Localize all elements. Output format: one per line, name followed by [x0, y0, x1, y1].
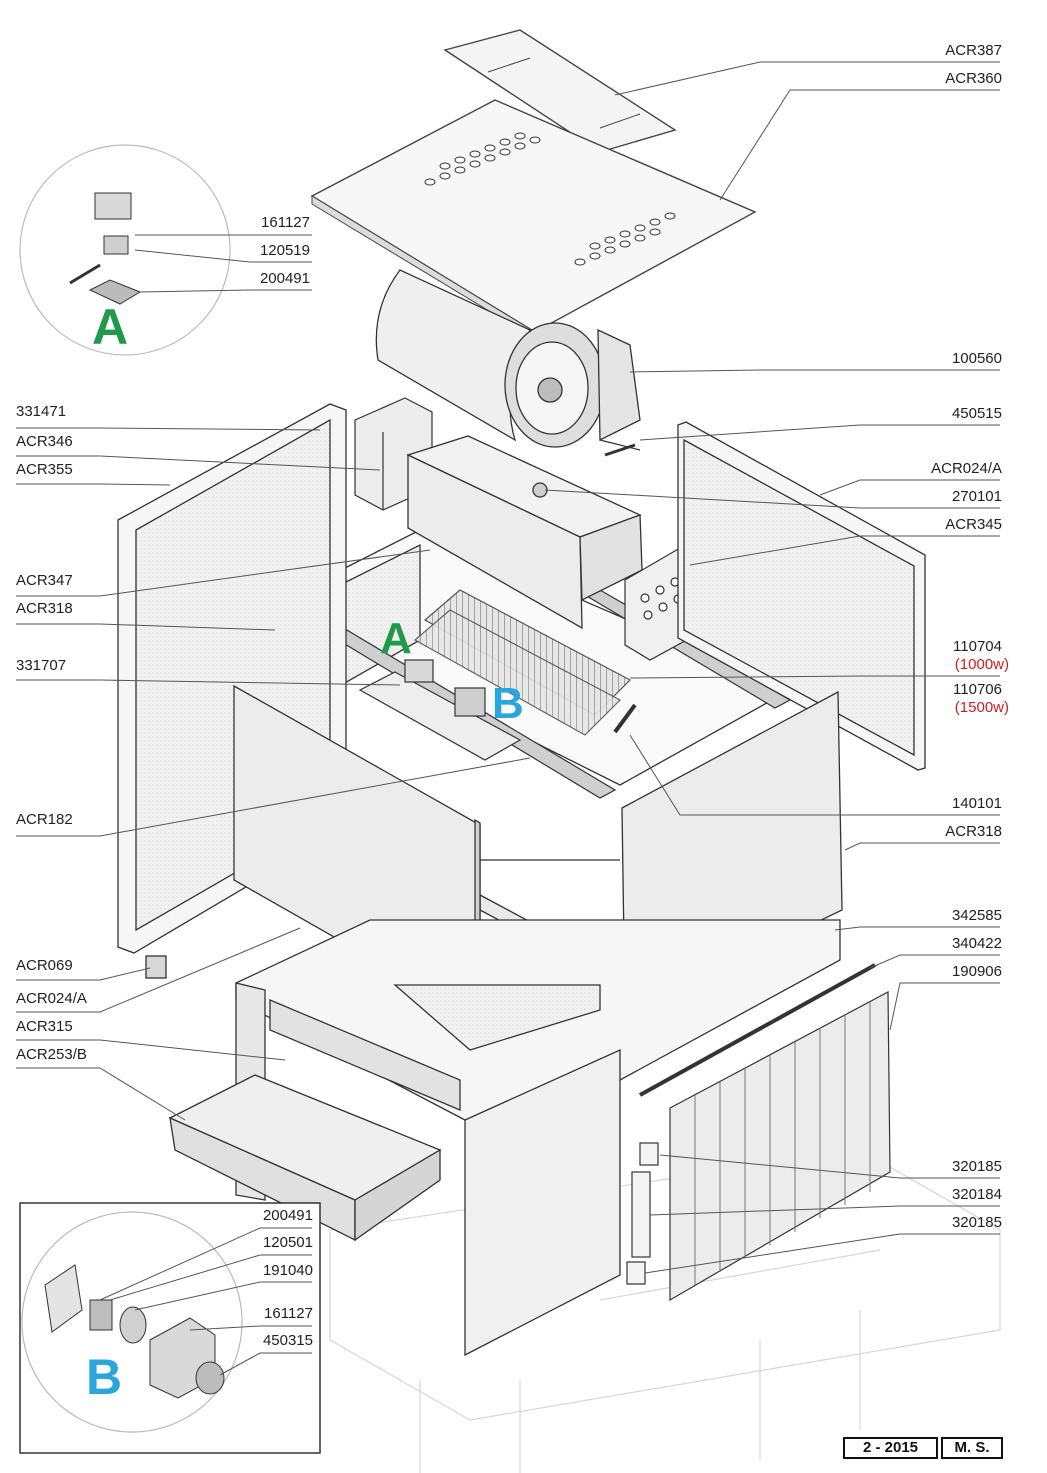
callout-acr318-left: ACR318 [16, 600, 73, 617]
detail-a-callout-200491: 200491 [259, 270, 310, 287]
thermostat-plate [358, 659, 522, 761]
callout-331471: 331471 [16, 403, 67, 420]
detail-b-frame [19, 1202, 321, 1454]
top-plate [310, 99, 757, 342]
detail-b-callout-200491: 200491 [262, 1207, 313, 1224]
callout-acr315: ACR315 [16, 1018, 73, 1035]
callout-acr182: ACR182 [16, 811, 73, 828]
callout-acr345: ACR345 [945, 516, 1002, 533]
sensor-probe [613, 703, 637, 734]
callout-110704-note: (1000w) [954, 656, 1009, 673]
callout-320184: 320184 [951, 1186, 1002, 1203]
callout-320185-top: 320185 [951, 1158, 1002, 1175]
detail-a-callout-161127: 161127 [261, 214, 310, 231]
detail-b-callout-450315: 450315 [262, 1332, 313, 1349]
callout-acr387: ACR387 [945, 42, 1002, 59]
ghost-stand [329, 1149, 1001, 1473]
callout-340422: 340422 [951, 935, 1002, 952]
callout-110706-note: (1500w) [954, 699, 1009, 716]
leader-lines [16, 61, 1000, 1376]
curtain-brackets [626, 1142, 659, 1285]
top-cover-strip [443, 29, 677, 153]
detail-a-letter: A [92, 299, 129, 355]
marker-a-letter: A [380, 614, 412, 663]
callout-320185-bottom: 320185 [951, 1214, 1002, 1231]
blower-fan [375, 269, 641, 457]
callout-acr360: ACR360 [945, 70, 1002, 87]
callout-190906: 190906 [951, 963, 1002, 980]
callout-331707: 331707 [16, 657, 67, 674]
callout-acr069: ACR069 [16, 957, 73, 974]
lower-cabinet [235, 919, 841, 1357]
detail-b-letter: B [86, 1349, 123, 1405]
callout-110704: 110704 [953, 638, 1002, 655]
footer-date: 2 - 2015 [843, 1437, 938, 1459]
footer-author: M. S. [941, 1437, 1003, 1459]
callout-342585: 342585 [951, 907, 1002, 924]
detail-b-callout-191040: 191040 [262, 1262, 313, 1279]
strip-curtain [639, 963, 891, 1302]
marker-b-letter: B [492, 679, 524, 728]
callout-acr346: ACR346 [16, 433, 73, 450]
callout-acr024a-left: ACR024/A [16, 990, 87, 1007]
callout-acr318-right: ACR318 [945, 823, 1002, 840]
callout-acr024a-right: ACR024/A [931, 460, 1002, 477]
callout-110706: 110706 [953, 681, 1002, 698]
heating-elements [413, 589, 631, 736]
callout-acr355: ACR355 [16, 461, 73, 478]
callout-450515: 450515 [951, 405, 1002, 422]
callout-acr253b: ACR253/B [16, 1046, 87, 1063]
detail-a-circle [19, 144, 231, 356]
callout-140101: 140101 [951, 795, 1002, 812]
detail-a-callout-120519: 120519 [259, 242, 310, 259]
callout-100560: 100560 [951, 350, 1002, 367]
callout-acr347: ACR347 [16, 572, 73, 589]
detail-b-callout-120501: 120501 [262, 1234, 313, 1251]
callout-270101: 270101 [951, 488, 1002, 505]
detail-b-callout-161127: 161127 [264, 1305, 313, 1322]
air-duct [406, 435, 643, 630]
